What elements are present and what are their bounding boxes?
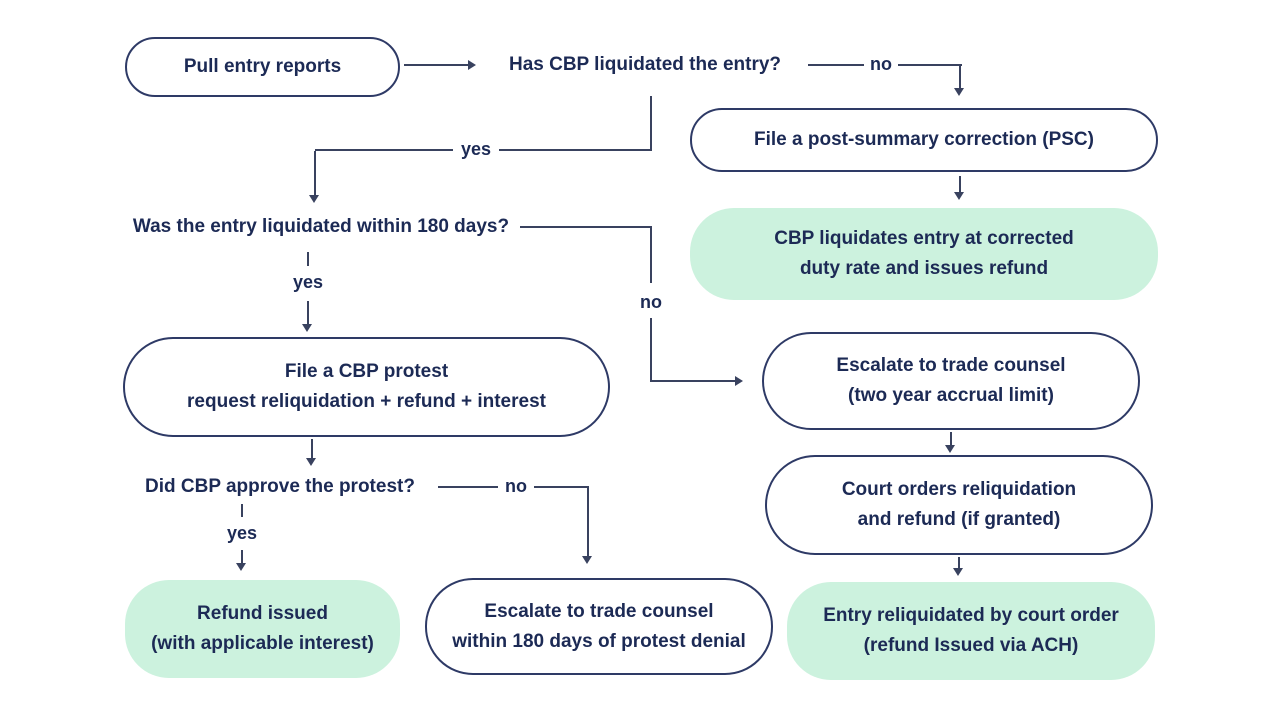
node-label-line2: (refund Issued via ACH) <box>863 635 1079 656</box>
node-label: Pull entry reports <box>183 56 342 77</box>
arrowhead-down-icon <box>582 556 592 564</box>
node-label-line2: within 180 days of protest denial <box>452 630 746 652</box>
node-label-line2: request reliquidation + refund + interes… <box>187 391 546 412</box>
arrowhead-right-icon <box>468 60 476 70</box>
node-label: File a post-summary correction (PSC) <box>754 129 1094 150</box>
node-label-line1: CBP liquidates entry at corrected <box>774 228 1074 249</box>
edge-label-q1-yes: yes <box>453 139 499 159</box>
arrowhead-down-icon <box>309 195 319 203</box>
connector-q2-no-segment <box>650 380 735 382</box>
connector-q3-yes-tick <box>241 504 243 517</box>
node-label-line2: duty rate and issues refund <box>799 258 1049 279</box>
node-escalate-trade-counsel-denial: Escalate to trade counsel within 180 day… <box>425 578 773 675</box>
edge-label-q3-no: no <box>498 476 534 496</box>
arrowhead-down-icon <box>954 192 964 200</box>
node-label-line1: Court orders reliquidation <box>841 479 1077 500</box>
arrowhead-right-icon <box>735 376 743 386</box>
connector-q1-no-segment <box>808 64 864 66</box>
edge-label-q3-yes: yes <box>218 523 266 543</box>
connector-q1-yes-segment <box>315 149 455 151</box>
connector-q3-no-segment <box>438 486 498 488</box>
connector-start-to-q1 <box>404 64 468 66</box>
edge-label-q2-no: no <box>629 292 673 312</box>
arrowhead-down-icon <box>954 88 964 96</box>
node-entry-reliquidated-by-court: Entry reliquidated by court order (refun… <box>787 582 1155 680</box>
connector-q2-yes-tick <box>307 252 309 266</box>
question-did-cbp-approve-protest: Did CBP approve the protest? <box>145 476 415 497</box>
node-label-line2: (two year accrual limit) <box>848 385 1054 406</box>
connector-q2-no-segment <box>520 226 651 228</box>
connector-protest-to-q3 <box>311 439 313 458</box>
node-escalate-trade-counsel: Escalate to trade counsel (two year accr… <box>762 332 1140 430</box>
connector-q2-yes-segment <box>307 301 309 324</box>
connector-q1-no-segment <box>959 64 961 88</box>
node-pull-entry-reports: Pull entry reports <box>125 37 400 97</box>
question-has-cbp-liquidated: Has CBP liquidated the entry? <box>508 54 782 75</box>
node-label-line1: File a CBP protest <box>284 361 449 382</box>
node-refund-issued: Refund issued (with applicable interest) <box>125 580 400 678</box>
node-label-line2: and refund (if granted) <box>857 509 1061 530</box>
connector-q1-no-segment <box>898 64 962 66</box>
arrowhead-down-icon <box>236 563 246 571</box>
node-cbp-liquidates-refund: CBP liquidates entry at corrected duty r… <box>690 208 1158 300</box>
edge-label-q2-yes: yes <box>284 272 332 292</box>
node-label-line1: Escalate to trade counsel <box>484 600 714 622</box>
connector-q3-yes-segment <box>241 550 243 563</box>
node-file-cbp-protest: File a CBP protest request reliquidation… <box>123 337 610 437</box>
node-label-line1: Refund issued <box>197 603 328 624</box>
connector-counsel-to-court <box>950 432 952 445</box>
arrowhead-down-icon <box>302 324 312 332</box>
connector-q2-no-segment <box>650 318 652 382</box>
connector-psc-to-liquidates <box>959 176 961 192</box>
connector-q1-yes-segment <box>499 149 652 151</box>
node-label-line1: Entry reliquidated by court order <box>823 605 1119 626</box>
connector-q3-no-segment <box>587 486 589 556</box>
connector-court-to-reliquidated <box>958 557 960 568</box>
node-label-line2: (with applicable interest) <box>151 633 374 654</box>
arrowhead-down-icon <box>953 568 963 576</box>
node-file-post-summary-correction: File a post-summary correction (PSC) <box>690 108 1158 172</box>
question-liquidated-within-180-days: Was the entry liquidated within 180 days… <box>132 216 510 237</box>
arrowhead-down-icon <box>306 458 316 466</box>
arrowhead-down-icon <box>945 445 955 453</box>
connector-q1-yes-segment <box>314 151 316 195</box>
connector-q2-no-segment <box>650 226 652 283</box>
connector-q3-no-segment <box>534 486 589 488</box>
edge-label-q1-no: no <box>864 54 898 74</box>
node-court-orders-reliquidation: Court orders reliquidation and refund (i… <box>765 455 1153 555</box>
node-label-line1: Escalate to trade counsel <box>836 355 1066 376</box>
connector-q1-yes-segment <box>650 96 652 151</box>
